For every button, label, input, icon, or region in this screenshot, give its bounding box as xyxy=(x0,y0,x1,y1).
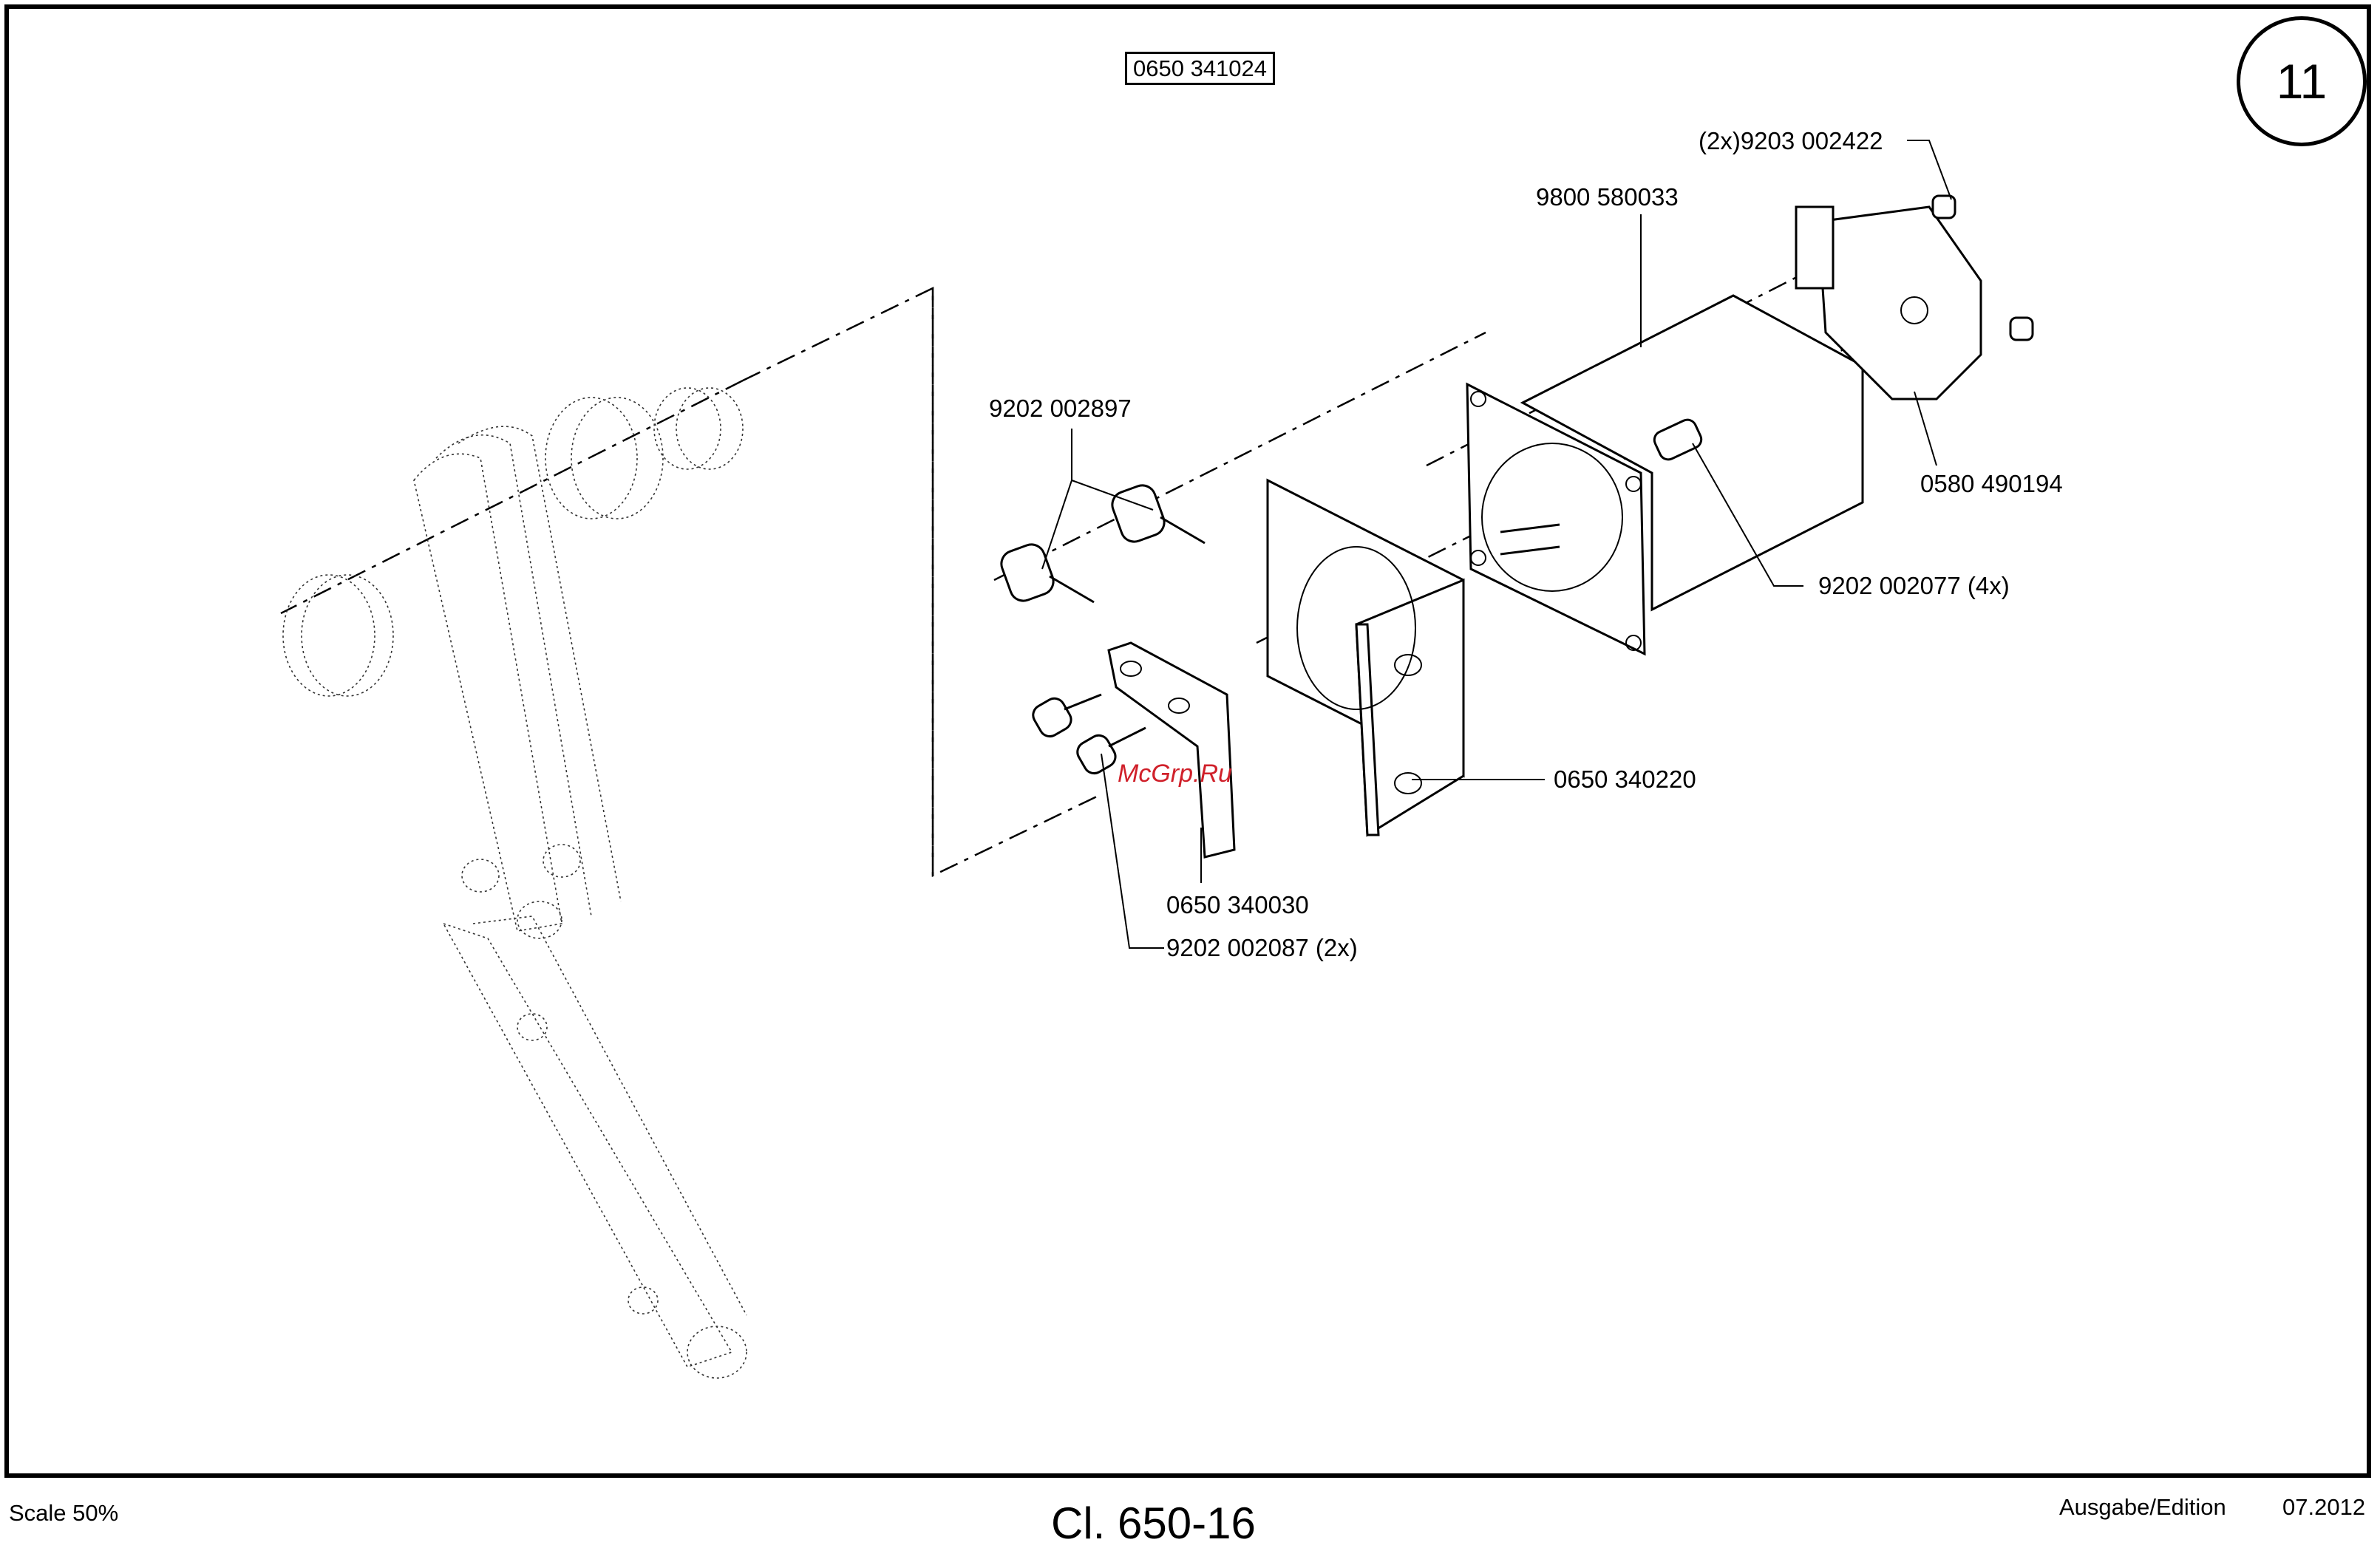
part-label-bracket-screw: 9202 002087 (2x) xyxy=(1166,935,1358,960)
scale-label: Scale 50% xyxy=(9,1501,118,1524)
bracket xyxy=(1109,643,1234,857)
part-label-plate-screw: 9202 002077 (4x) xyxy=(1818,573,2010,598)
belt-drive-assembly xyxy=(283,388,747,1378)
drawing-number-box: 0650 341024 xyxy=(1125,52,1275,85)
part-number: 9202 002087 xyxy=(1166,934,1309,961)
part-label-adapter-plate: 0650 340220 xyxy=(1554,767,1696,791)
sheet-number: 11 xyxy=(2277,53,2328,109)
part-label-motor-screw: 9202 002897 xyxy=(989,396,1132,420)
part-quantity: (4x) xyxy=(1968,572,2010,599)
document-title: Cl. 650-16 xyxy=(1051,1501,1256,1546)
part-label-stepper-motor: 9800 580033 xyxy=(1536,185,1679,209)
part-label-encoder: 0580 490194 xyxy=(1920,471,2063,496)
adapter-plate xyxy=(1268,480,1463,835)
edition-date: 07.2012 xyxy=(2282,1496,2365,1518)
part-label-encoder-screw: (2x)9203 002422 xyxy=(1699,129,1883,153)
stepper-motor xyxy=(1467,296,1863,654)
part-number: 9202 002077 xyxy=(1818,572,1961,599)
part-label-bracket: 0650 340030 xyxy=(1166,893,1309,917)
watermark: McGrp.Ru xyxy=(1118,761,1232,786)
sheet-number-badge: 11 xyxy=(2237,16,2367,146)
edition-label: Ausgabe/Edition xyxy=(2059,1496,2226,1518)
part-quantity: (2x) xyxy=(1316,934,1358,961)
